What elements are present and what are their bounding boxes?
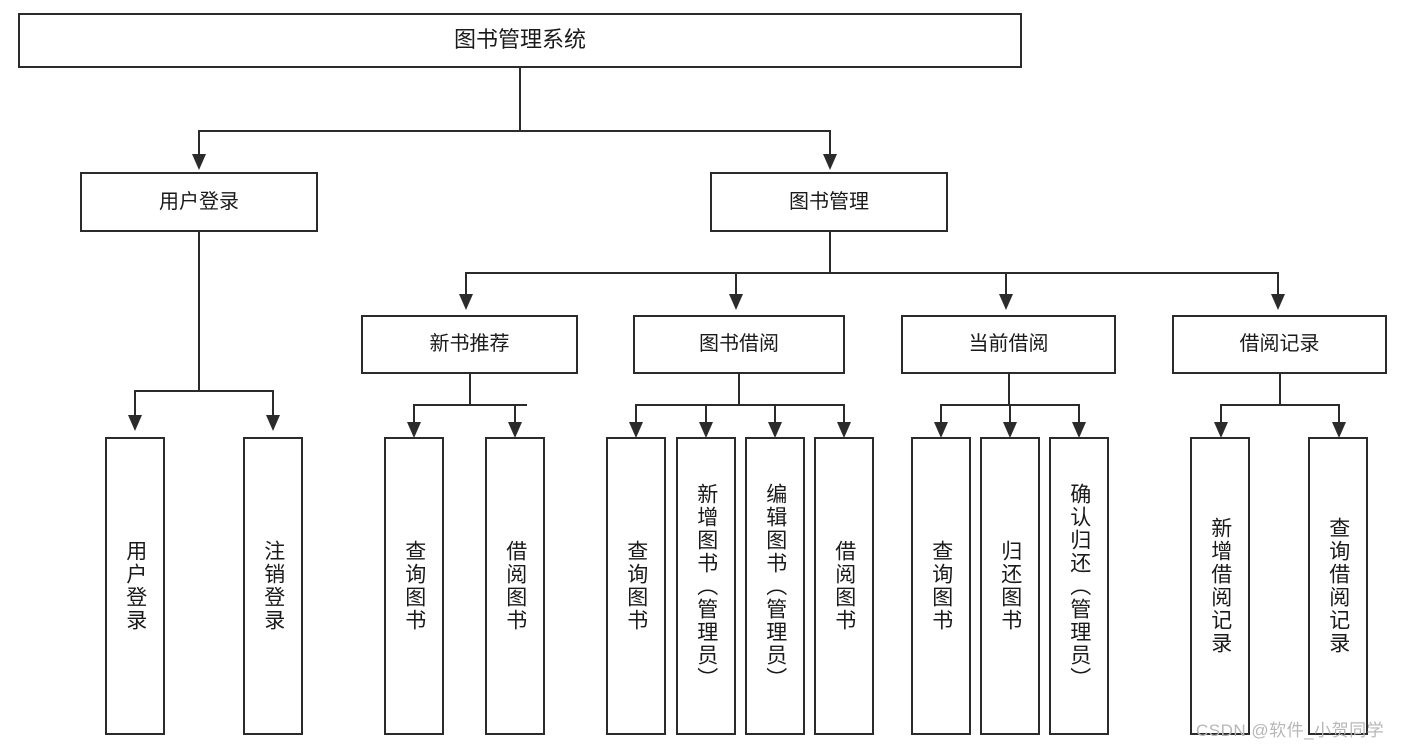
arrow-icon-book-borrow-leaf-1 <box>629 422 643 438</box>
connector-current-borrow-drop-2 <box>1009 404 1011 426</box>
leaf-user-login-2-label: 注销登录 <box>261 540 285 632</box>
connector-new-book-drop-2 <box>514 404 516 426</box>
connector-book-manage-bar <box>465 272 1279 274</box>
node-book-borrow-label: 图书借阅 <box>699 333 779 356</box>
connector-root-drop-1 <box>198 130 200 156</box>
arrow-icon-current-borrow-leaf-3 <box>1072 422 1086 438</box>
leaf-book-borrow-3-label: 编辑图书（管理员） <box>763 482 787 690</box>
node-borrow-record-label: 借阅记录 <box>1239 333 1320 356</box>
connector-book-manage-drop-2 <box>735 272 737 296</box>
connector-new-book-stem <box>469 374 471 406</box>
arrow-icon-new-book-leaf-2 <box>508 422 522 438</box>
connector-current-borrow-drop-1 <box>940 404 942 426</box>
leaf-book-borrow-4[interactable]: 借阅图书 <box>814 437 874 735</box>
leaf-current-borrow-3-label: 确认归还（管理员） <box>1067 482 1091 690</box>
connector-book-manage-stem <box>829 232 831 274</box>
connector-borrow-record-drop-1 <box>1220 404 1222 426</box>
connector-book-borrow-drop-3 <box>774 404 776 426</box>
connector-user-login-drop-2 <box>272 390 274 417</box>
arrow-icon-book-borrow-leaf-2 <box>699 422 713 438</box>
leaf-book-borrow-2-label: 新增图书（管理员） <box>694 482 718 690</box>
node-new-book[interactable]: 新书推荐 <box>361 315 578 374</box>
node-book-manage-label: 图书管理 <box>789 190 869 213</box>
connector-book-borrow-drop-2 <box>705 404 707 426</box>
leaf-user-login-2[interactable]: 注销登录 <box>243 437 303 735</box>
arrow-icon-user-login-leaf-2 <box>266 415 280 431</box>
leaf-new-book-1[interactable]: 查询图书 <box>384 437 444 735</box>
arrow-icon-borrow-record-leaf-2 <box>1332 422 1346 438</box>
connector-new-book-bar <box>413 404 527 406</box>
node-root[interactable]: 图书管理系统 <box>18 13 1022 68</box>
connector-borrow-record-stem <box>1279 374 1281 406</box>
arrow-icon-root-to-user-login <box>192 154 206 170</box>
arrow-icon-new-book-leaf-1 <box>407 422 421 438</box>
arrow-icon-borrow-record-leaf-1 <box>1214 422 1228 438</box>
leaf-current-borrow-3[interactable]: 确认归还（管理员） <box>1049 437 1109 735</box>
leaf-borrow-record-1-label: 新增借阅记录 <box>1208 517 1232 655</box>
node-user-login-label: 用户登录 <box>159 190 239 213</box>
leaf-new-book-1-label: 查询图书 <box>402 540 426 632</box>
leaf-current-borrow-1-label: 查询图书 <box>929 540 953 632</box>
connector-root-drop-2 <box>829 130 831 156</box>
leaf-book-borrow-1[interactable]: 查询图书 <box>606 437 666 735</box>
arrow-icon-current-borrow-leaf-1 <box>934 422 948 438</box>
node-current-borrow[interactable]: 当前借阅 <box>901 315 1116 374</box>
arrow-icon-book-borrow-leaf-4 <box>837 422 851 438</box>
arrow-icon-to-new-book <box>459 294 473 310</box>
node-user-login[interactable]: 用户登录 <box>80 172 318 232</box>
connector-user-login-drop-1 <box>134 390 136 417</box>
node-book-borrow[interactable]: 图书借阅 <box>633 315 845 374</box>
connector-book-manage-drop-4 <box>1277 272 1279 296</box>
arrow-icon-current-borrow-leaf-2 <box>1003 422 1017 438</box>
arrow-icon-to-current-borrow <box>999 294 1013 310</box>
leaf-book-borrow-4-label: 借阅图书 <box>832 540 856 632</box>
arrow-icon-book-borrow-leaf-3 <box>768 422 782 438</box>
node-borrow-record[interactable]: 借阅记录 <box>1172 315 1387 374</box>
connector-user-login-bar <box>134 390 274 392</box>
arrow-icon-root-to-book-manage <box>823 154 837 170</box>
connector-book-manage-drop-3 <box>1005 272 1007 296</box>
node-root-label: 图书管理系统 <box>453 27 586 53</box>
node-current-borrow-label: 当前借阅 <box>968 333 1049 356</box>
connector-book-borrow-stem <box>738 374 740 406</box>
leaf-borrow-record-1[interactable]: 新增借阅记录 <box>1190 437 1250 735</box>
arrow-icon-to-book-borrow <box>729 294 743 310</box>
leaf-new-book-2-label: 借阅图书 <box>503 540 527 632</box>
connector-borrow-record-drop-2 <box>1338 404 1340 426</box>
connector-book-borrow-drop-1 <box>635 404 637 426</box>
watermark-text: CSDN @软件_小贺同学 <box>1196 721 1385 740</box>
leaf-current-borrow-1[interactable]: 查询图书 <box>911 437 971 735</box>
node-book-manage[interactable]: 图书管理 <box>710 172 948 232</box>
connector-root-stem <box>519 68 521 132</box>
connector-user-login-stem <box>198 232 200 392</box>
leaf-borrow-record-2-label: 查询借阅记录 <box>1326 517 1350 655</box>
connector-current-borrow-drop-3 <box>1078 404 1080 426</box>
connector-root-bar <box>198 130 831 132</box>
leaf-new-book-2[interactable]: 借阅图书 <box>485 437 545 735</box>
leaf-book-borrow-3[interactable]: 编辑图书（管理员） <box>745 437 805 735</box>
leaf-current-borrow-2[interactable]: 归还图书 <box>980 437 1040 735</box>
arrow-icon-user-login-leaf-1 <box>128 415 142 431</box>
connector-book-borrow-bar <box>635 404 844 406</box>
connector-new-book-drop-1 <box>413 404 415 426</box>
connector-book-borrow-drop-4 <box>843 404 845 426</box>
leaf-user-login-1[interactable]: 用户登录 <box>105 437 165 735</box>
node-new-book-label: 新书推荐 <box>429 333 510 356</box>
connector-current-borrow-stem <box>1008 374 1010 406</box>
leaf-book-borrow-1-label: 查询图书 <box>624 540 648 632</box>
connector-borrow-record-bar <box>1220 404 1340 406</box>
arrow-icon-to-borrow-record <box>1271 294 1285 310</box>
connector-book-manage-drop-1 <box>465 272 467 296</box>
leaf-current-borrow-2-label: 归还图书 <box>998 540 1022 632</box>
leaf-user-login-1-label: 用户登录 <box>123 540 147 632</box>
leaf-book-borrow-2[interactable]: 新增图书（管理员） <box>676 437 736 735</box>
leaf-borrow-record-2[interactable]: 查询借阅记录 <box>1308 437 1368 735</box>
